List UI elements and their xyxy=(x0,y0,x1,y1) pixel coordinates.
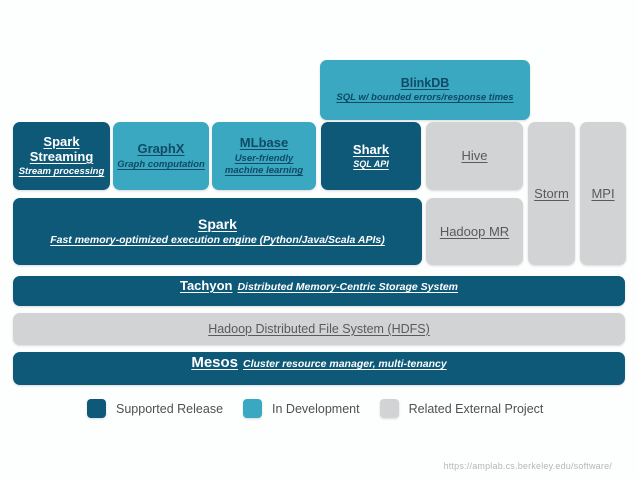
box-shark: Shark SQL API xyxy=(321,122,421,190)
box-mlbase-title: MLbase xyxy=(239,135,289,151)
box-shark-subtitle: SQL API xyxy=(353,159,389,170)
box-spark-title: Spark xyxy=(198,215,237,232)
box-mpi-title: MPI xyxy=(591,185,615,201)
box-shark-title: Shark xyxy=(352,141,390,157)
box-mlbase: MLbase User-friendly machine learning xyxy=(212,122,316,190)
box-graphx-subtitle: Graph computation xyxy=(117,158,205,170)
box-mlbase-subtitle: User-friendly machine learning xyxy=(224,152,304,176)
legend-item-in-development: In Development xyxy=(243,399,360,418)
box-mesos-subtitle: Cluster resource manager, multi-tenancy xyxy=(243,358,447,370)
box-hadoop-mr: Hadoop MR xyxy=(426,198,523,265)
legend: Supported Release In Development Related… xyxy=(87,399,543,418)
box-spark-subtitle: Fast memory-optimized execution engine (… xyxy=(50,234,385,247)
in-development-swatch-icon xyxy=(243,399,263,418)
box-mpi: MPI xyxy=(580,122,626,265)
legend-label-supported-release: Supported Release xyxy=(116,401,224,416)
box-hadoop-mr-title: Hadoop MR xyxy=(439,223,510,239)
box-tachyon: Tachyon Distributed Memory-Centric Stora… xyxy=(13,276,625,306)
amplab-software-link[interactable]: https://amplab.cs.berkeley.edu/software/ xyxy=(443,461,612,471)
box-storm: Storm xyxy=(528,122,575,265)
box-mesos: Mesos Cluster resource manager, multi-te… xyxy=(13,352,625,385)
box-storm-title: Storm xyxy=(534,185,569,201)
box-tachyon-title: Tachyon xyxy=(179,278,233,293)
box-tachyon-subtitle: Distributed Memory-Centric Storage Syste… xyxy=(237,281,459,293)
box-blinkdb-title: BlinkDB xyxy=(400,75,450,90)
box-hive-title: Hive xyxy=(461,148,488,164)
legend-item-related-external: Related External Project xyxy=(379,399,544,418)
box-spark: Spark Fast memory-optimized execution en… xyxy=(13,198,422,265)
box-hive: Hive xyxy=(426,122,523,190)
supported-release-swatch-icon xyxy=(87,399,106,418)
box-blinkdb-subtitle: SQL w/ bounded errors/response times xyxy=(336,92,514,104)
legend-label-in-development: In Development xyxy=(272,401,360,416)
box-spark-streaming: Spark Streaming Stream processing xyxy=(13,122,110,190)
box-graphx: GraphX Graph computation xyxy=(113,122,209,190)
box-spark-streaming-title: Spark Streaming xyxy=(29,133,94,165)
box-hdfs-title: Hadoop Distributed File System (HDFS) xyxy=(208,321,430,336)
box-blinkdb: BlinkDB SQL w/ bounded errors/response t… xyxy=(320,60,530,120)
legend-item-supported-release: Supported Release xyxy=(87,399,223,418)
box-graphx-title: GraphX xyxy=(137,141,185,157)
box-hdfs: Hadoop Distributed File System (HDFS) xyxy=(13,313,625,345)
legend-label-related-external: Related External Project xyxy=(408,401,544,416)
related-external-swatch-icon xyxy=(379,399,399,418)
box-spark-streaming-subtitle: Stream processing xyxy=(18,166,105,178)
box-mesos-title: Mesos xyxy=(191,354,239,371)
